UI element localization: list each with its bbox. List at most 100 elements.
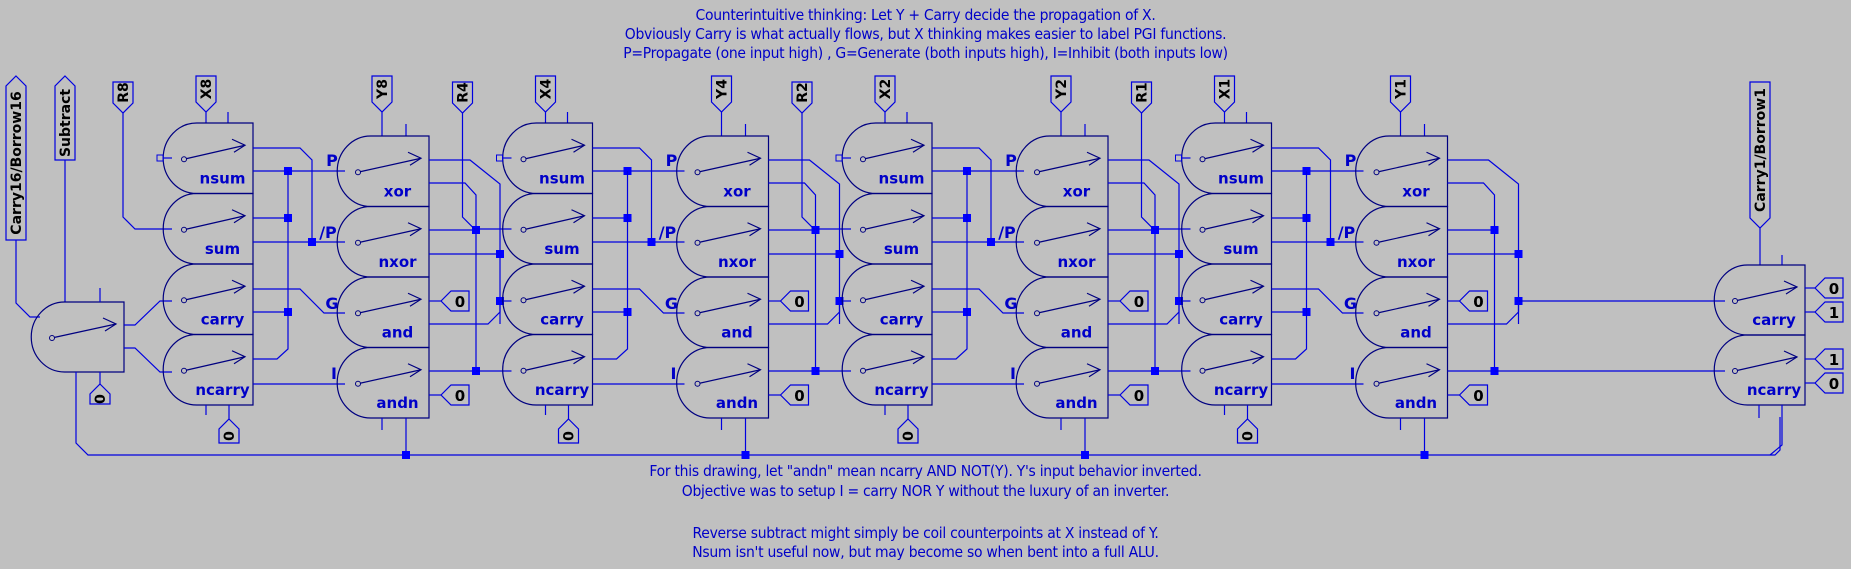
contact-pivot xyxy=(355,239,361,246)
const-flag: 0 xyxy=(1814,372,1844,394)
relay-label: sum xyxy=(205,240,240,258)
note-bottom-line: Objective was to setup I = carry NOR Y w… xyxy=(681,482,1170,500)
contact-pivot xyxy=(520,226,527,233)
relay-label: and xyxy=(721,324,753,342)
port-flag xyxy=(1213,75,1236,113)
junction-dot xyxy=(741,451,750,459)
wire-and-out2 xyxy=(1108,301,1180,325)
arrow-head-icon xyxy=(1250,209,1265,224)
contact-pivot xyxy=(181,226,187,233)
port-flag xyxy=(1050,75,1072,113)
y-relay-and: and xyxy=(1355,276,1449,349)
relay-label: nxor xyxy=(718,253,757,271)
port-x1: X1 xyxy=(1213,75,1236,113)
const-value: 0 xyxy=(455,293,465,311)
const-flag-outline xyxy=(1458,384,1489,406)
const-flag-outline xyxy=(1814,348,1844,370)
y-relay-xor: xor xyxy=(676,135,770,208)
const-value: 0 xyxy=(455,387,465,405)
pgi-label-np: /P xyxy=(998,223,1016,242)
ground-flag-outline xyxy=(557,418,580,444)
contact-pivot xyxy=(1373,169,1380,176)
contact-pivot xyxy=(694,169,701,176)
wire-r-in xyxy=(1140,113,1191,230)
relay-body xyxy=(676,346,770,419)
relay-body xyxy=(502,192,594,265)
relay-label: ncarry xyxy=(874,381,928,399)
arrow-head-icon xyxy=(571,279,586,294)
subtract-relay xyxy=(30,301,125,373)
arrow-head-icon xyxy=(571,209,586,224)
pgi-label-g: G xyxy=(1344,294,1357,313)
port-label: R4 xyxy=(456,82,472,103)
pgi-label-p: P xyxy=(326,151,338,170)
relay-label: nsum xyxy=(879,170,925,188)
arrow-head-icon xyxy=(571,350,586,365)
switch-arm-icon xyxy=(864,144,925,160)
junction-dot xyxy=(1326,238,1335,246)
relay-label: carry xyxy=(1219,311,1263,329)
relay-body xyxy=(1355,346,1449,419)
ground-value: 0 xyxy=(222,431,238,441)
junction-dot xyxy=(1420,451,1429,459)
final-relay-ncarry: ncarry xyxy=(1713,334,1806,406)
arrow-head-icon xyxy=(571,138,586,153)
y-relay-and: and xyxy=(676,276,770,349)
port-x4: X4 xyxy=(534,75,557,113)
switch-arm-icon xyxy=(699,157,761,173)
const-flag: 0 xyxy=(440,384,470,406)
x-relay-ncarry: ncarry xyxy=(841,333,933,406)
pgi-label-i: I xyxy=(331,364,337,383)
x-relay-nsum: nsum xyxy=(162,122,254,195)
arrow-head-icon xyxy=(1426,222,1441,237)
const-value: 0 xyxy=(1134,293,1144,311)
relay-label: carry xyxy=(201,311,245,329)
relay-label: andn xyxy=(376,394,418,412)
note-bottom-line: Reverse subtract might simply be coil co… xyxy=(692,524,1159,542)
relay-label: andn xyxy=(1055,394,1097,412)
relay-body xyxy=(841,333,933,406)
ground-flag-outline xyxy=(89,383,111,405)
arrow-head-icon xyxy=(910,350,926,365)
arrow-head-icon xyxy=(1086,222,1102,237)
relay-label: xor xyxy=(723,183,751,201)
const-flag-outline xyxy=(440,290,470,312)
relay-label: nsum xyxy=(1218,170,1264,188)
relay-label: ncarry xyxy=(1214,381,1268,399)
pgi-label-g: G xyxy=(665,294,678,313)
relay-label: carry xyxy=(540,311,584,329)
relay-label: and xyxy=(382,324,414,342)
relay-label: and xyxy=(1061,324,1093,342)
nsum-input-terminal xyxy=(496,154,503,162)
arrow-head-icon xyxy=(747,292,762,307)
const-value: 0 xyxy=(1829,375,1839,393)
port-flag xyxy=(874,75,896,113)
y-relay-andn: andn xyxy=(676,346,770,419)
wire-subtract-out-a xyxy=(124,300,172,326)
arrow-head-icon xyxy=(231,350,247,365)
pgi-label-p: P xyxy=(666,151,678,170)
const-flag: 0 xyxy=(779,290,810,312)
contact-pivot xyxy=(694,380,701,387)
port-flag xyxy=(1389,75,1412,113)
y-relay-andn: andn xyxy=(1015,346,1109,419)
port-flag xyxy=(195,75,217,113)
relay-body xyxy=(1355,135,1449,208)
arrow-head-icon xyxy=(1250,350,1265,365)
port-label: R8 xyxy=(116,82,132,103)
switch-arm-icon xyxy=(699,228,761,243)
const-value: 0 xyxy=(1829,280,1839,298)
junction-dot xyxy=(835,250,844,258)
arrow-head-icon xyxy=(407,363,423,378)
switch-arm-icon xyxy=(1204,285,1264,301)
const-flag-outline xyxy=(1814,301,1844,323)
relay-body xyxy=(502,263,594,336)
const-flag-outline xyxy=(1814,372,1844,394)
arrow-head-icon xyxy=(407,222,423,237)
wire-ncarry-bus xyxy=(592,171,629,360)
port-carry16-borrow16: Carry16/Borrow16 xyxy=(5,75,27,241)
ground-flag: 0 xyxy=(89,383,111,405)
switch-arm-icon xyxy=(359,157,422,173)
relay-label: xor xyxy=(1402,183,1430,201)
